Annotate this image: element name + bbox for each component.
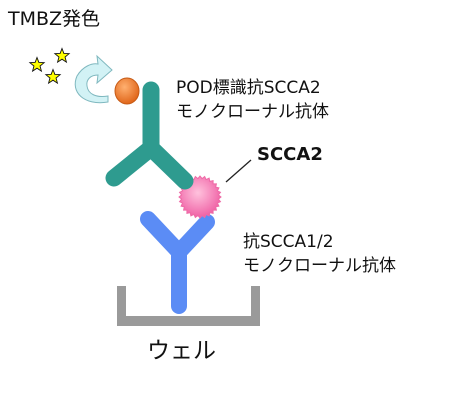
star-icon <box>28 56 46 73</box>
capture-antibody-label-line2: モノクローナル抗体 <box>243 256 396 276</box>
curved-arrow-body <box>74 54 113 104</box>
well-label: ウェル <box>147 338 216 364</box>
stars <box>28 47 71 85</box>
detection-antibody-right-arm <box>142 139 194 190</box>
antigen-label: SCCA2 <box>257 144 323 165</box>
detection-antibody-label-line2: モノクローナル抗体 <box>176 102 329 122</box>
antigen-pointer-line <box>225 159 252 183</box>
star-icon <box>44 68 62 85</box>
reaction-label: TMBZ発色 <box>8 8 101 30</box>
detection-antibody <box>105 81 194 190</box>
star-icon <box>53 47 71 64</box>
capture-antibody <box>140 211 215 314</box>
well-right-wall <box>251 286 260 326</box>
detection-antibody-label-line1: POD標識抗SCCA2 <box>176 78 321 98</box>
capture-antibody-right-arm <box>171 214 215 260</box>
capture-antibody-label-line1: 抗SCCA1/2 <box>243 232 334 252</box>
well-left-wall <box>117 286 126 326</box>
curved-arrow-icon <box>74 54 113 104</box>
enzyme-label <box>114 77 140 105</box>
well-bottom <box>117 316 260 326</box>
well <box>117 286 260 326</box>
